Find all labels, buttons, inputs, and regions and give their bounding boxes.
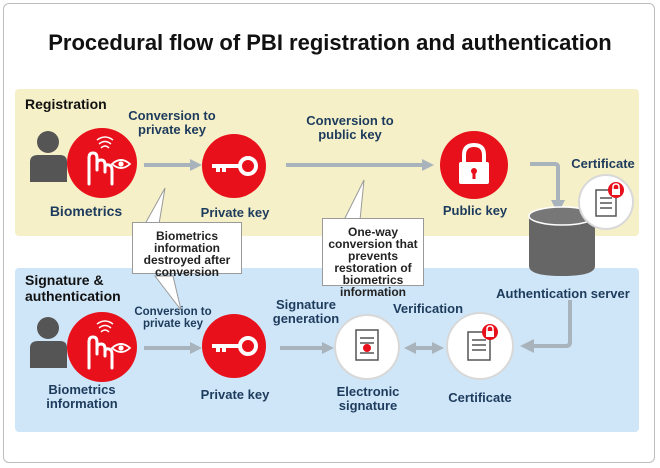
- eye-icon: [110, 159, 132, 169]
- double-arrow: [404, 342, 444, 354]
- document-icon: [355, 329, 379, 361]
- key-icon-bottom: [212, 336, 258, 356]
- signature-section-label: Signature & authentication: [25, 272, 121, 304]
- fingerprint-hand-icon-bottom: [87, 320, 114, 370]
- signature-generation-label: Signature generation: [272, 297, 340, 326]
- authentication-server-label: Authentication server: [496, 286, 630, 301]
- biometrics-information-label: Biometrics information: [46, 382, 118, 411]
- certificate-label-top: Certificate: [571, 156, 635, 171]
- key-icon: [212, 156, 258, 176]
- arrow-private-to-public: [286, 159, 434, 171]
- callout-one-way: One-way conversion that prevents restora…: [322, 218, 424, 298]
- certificate-icon: [595, 182, 624, 217]
- certificate-icon-bottom: [467, 324, 498, 361]
- arrow-server-to-certificate: [520, 300, 572, 353]
- biometrics-label: Biometrics: [49, 203, 123, 219]
- biometrics-circle-bottom: [67, 312, 137, 382]
- arrow-bio-to-private-bottom: [144, 342, 202, 354]
- fingerprint-hand-icon: [87, 136, 114, 186]
- conversion-public-label: Conversion to public key: [306, 113, 394, 142]
- conversion-private-label: Conversion to private key: [128, 108, 216, 137]
- electronic-signature-label: Electronic signature: [336, 384, 400, 413]
- arrow-private-to-signature: [280, 342, 334, 354]
- private-key-label-bottom: Private key: [200, 387, 270, 402]
- certificate-label-bottom: Certificate: [448, 390, 512, 405]
- biometrics-circle: [67, 128, 137, 198]
- eye-icon-bottom: [110, 343, 132, 353]
- public-key-label: Public key: [442, 203, 508, 218]
- callout-pointer-bottom-left: [153, 275, 182, 311]
- page-title: Procedural flow of PBI registration and …: [48, 30, 612, 55]
- verification-label: Verification: [392, 301, 464, 316]
- private-key-label: Private key: [200, 205, 270, 220]
- conversion-private-label-bottom: Conversion to private key: [134, 306, 212, 330]
- person-icon: [30, 131, 67, 182]
- person-icon-bottom: [30, 317, 67, 368]
- arrow-biometrics-to-private: [144, 159, 202, 171]
- padlock-icon: [459, 142, 489, 184]
- callout-destroyed: Biometrics information destroyed after c…: [132, 222, 242, 278]
- registration-section-label: Registration: [25, 96, 107, 112]
